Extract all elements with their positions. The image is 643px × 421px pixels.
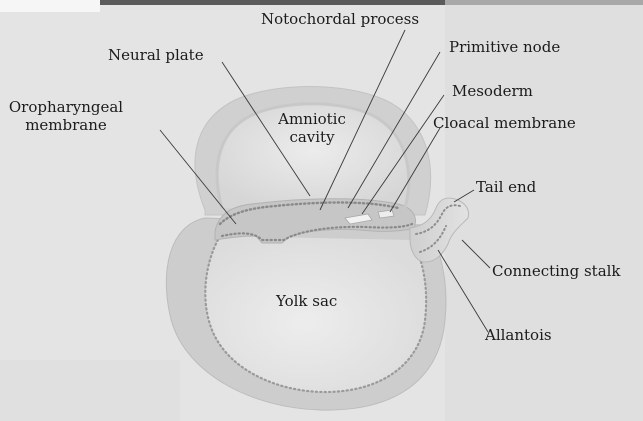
label-connecting-stalk: Connecting stalk xyxy=(492,262,621,280)
leader-tail-end xyxy=(454,190,474,202)
amniotic-sac-outer xyxy=(195,87,431,216)
label-primitive-node: Primitive node xyxy=(449,38,560,56)
label-amniotic-line2: cavity xyxy=(270,128,354,146)
label-oropharyngeal-line2: membrane xyxy=(2,116,130,134)
label-allantois: Allantois xyxy=(485,326,552,344)
label-amniotic-cavity: Amniotic cavity xyxy=(270,110,354,146)
yolk-sac-outer xyxy=(166,218,446,410)
label-yolk-sac: Yolk sac xyxy=(276,292,337,310)
label-oropharyngeal-line1: Oropharyngeal xyxy=(2,98,130,116)
label-cloacal-membrane: Cloacal membrane xyxy=(433,114,576,132)
label-amniotic-line1: Amniotic xyxy=(270,110,354,128)
label-neural-plate: Neural plate xyxy=(108,46,204,64)
label-notochordal-process: Notochordal process xyxy=(261,10,419,28)
label-mesoderm: Mesoderm xyxy=(452,82,533,100)
leader-connecting-stalk xyxy=(462,240,490,268)
label-oropharyngeal-membrane: Oropharyngeal membrane xyxy=(2,98,130,134)
label-tail-end: Tail end xyxy=(476,178,536,196)
